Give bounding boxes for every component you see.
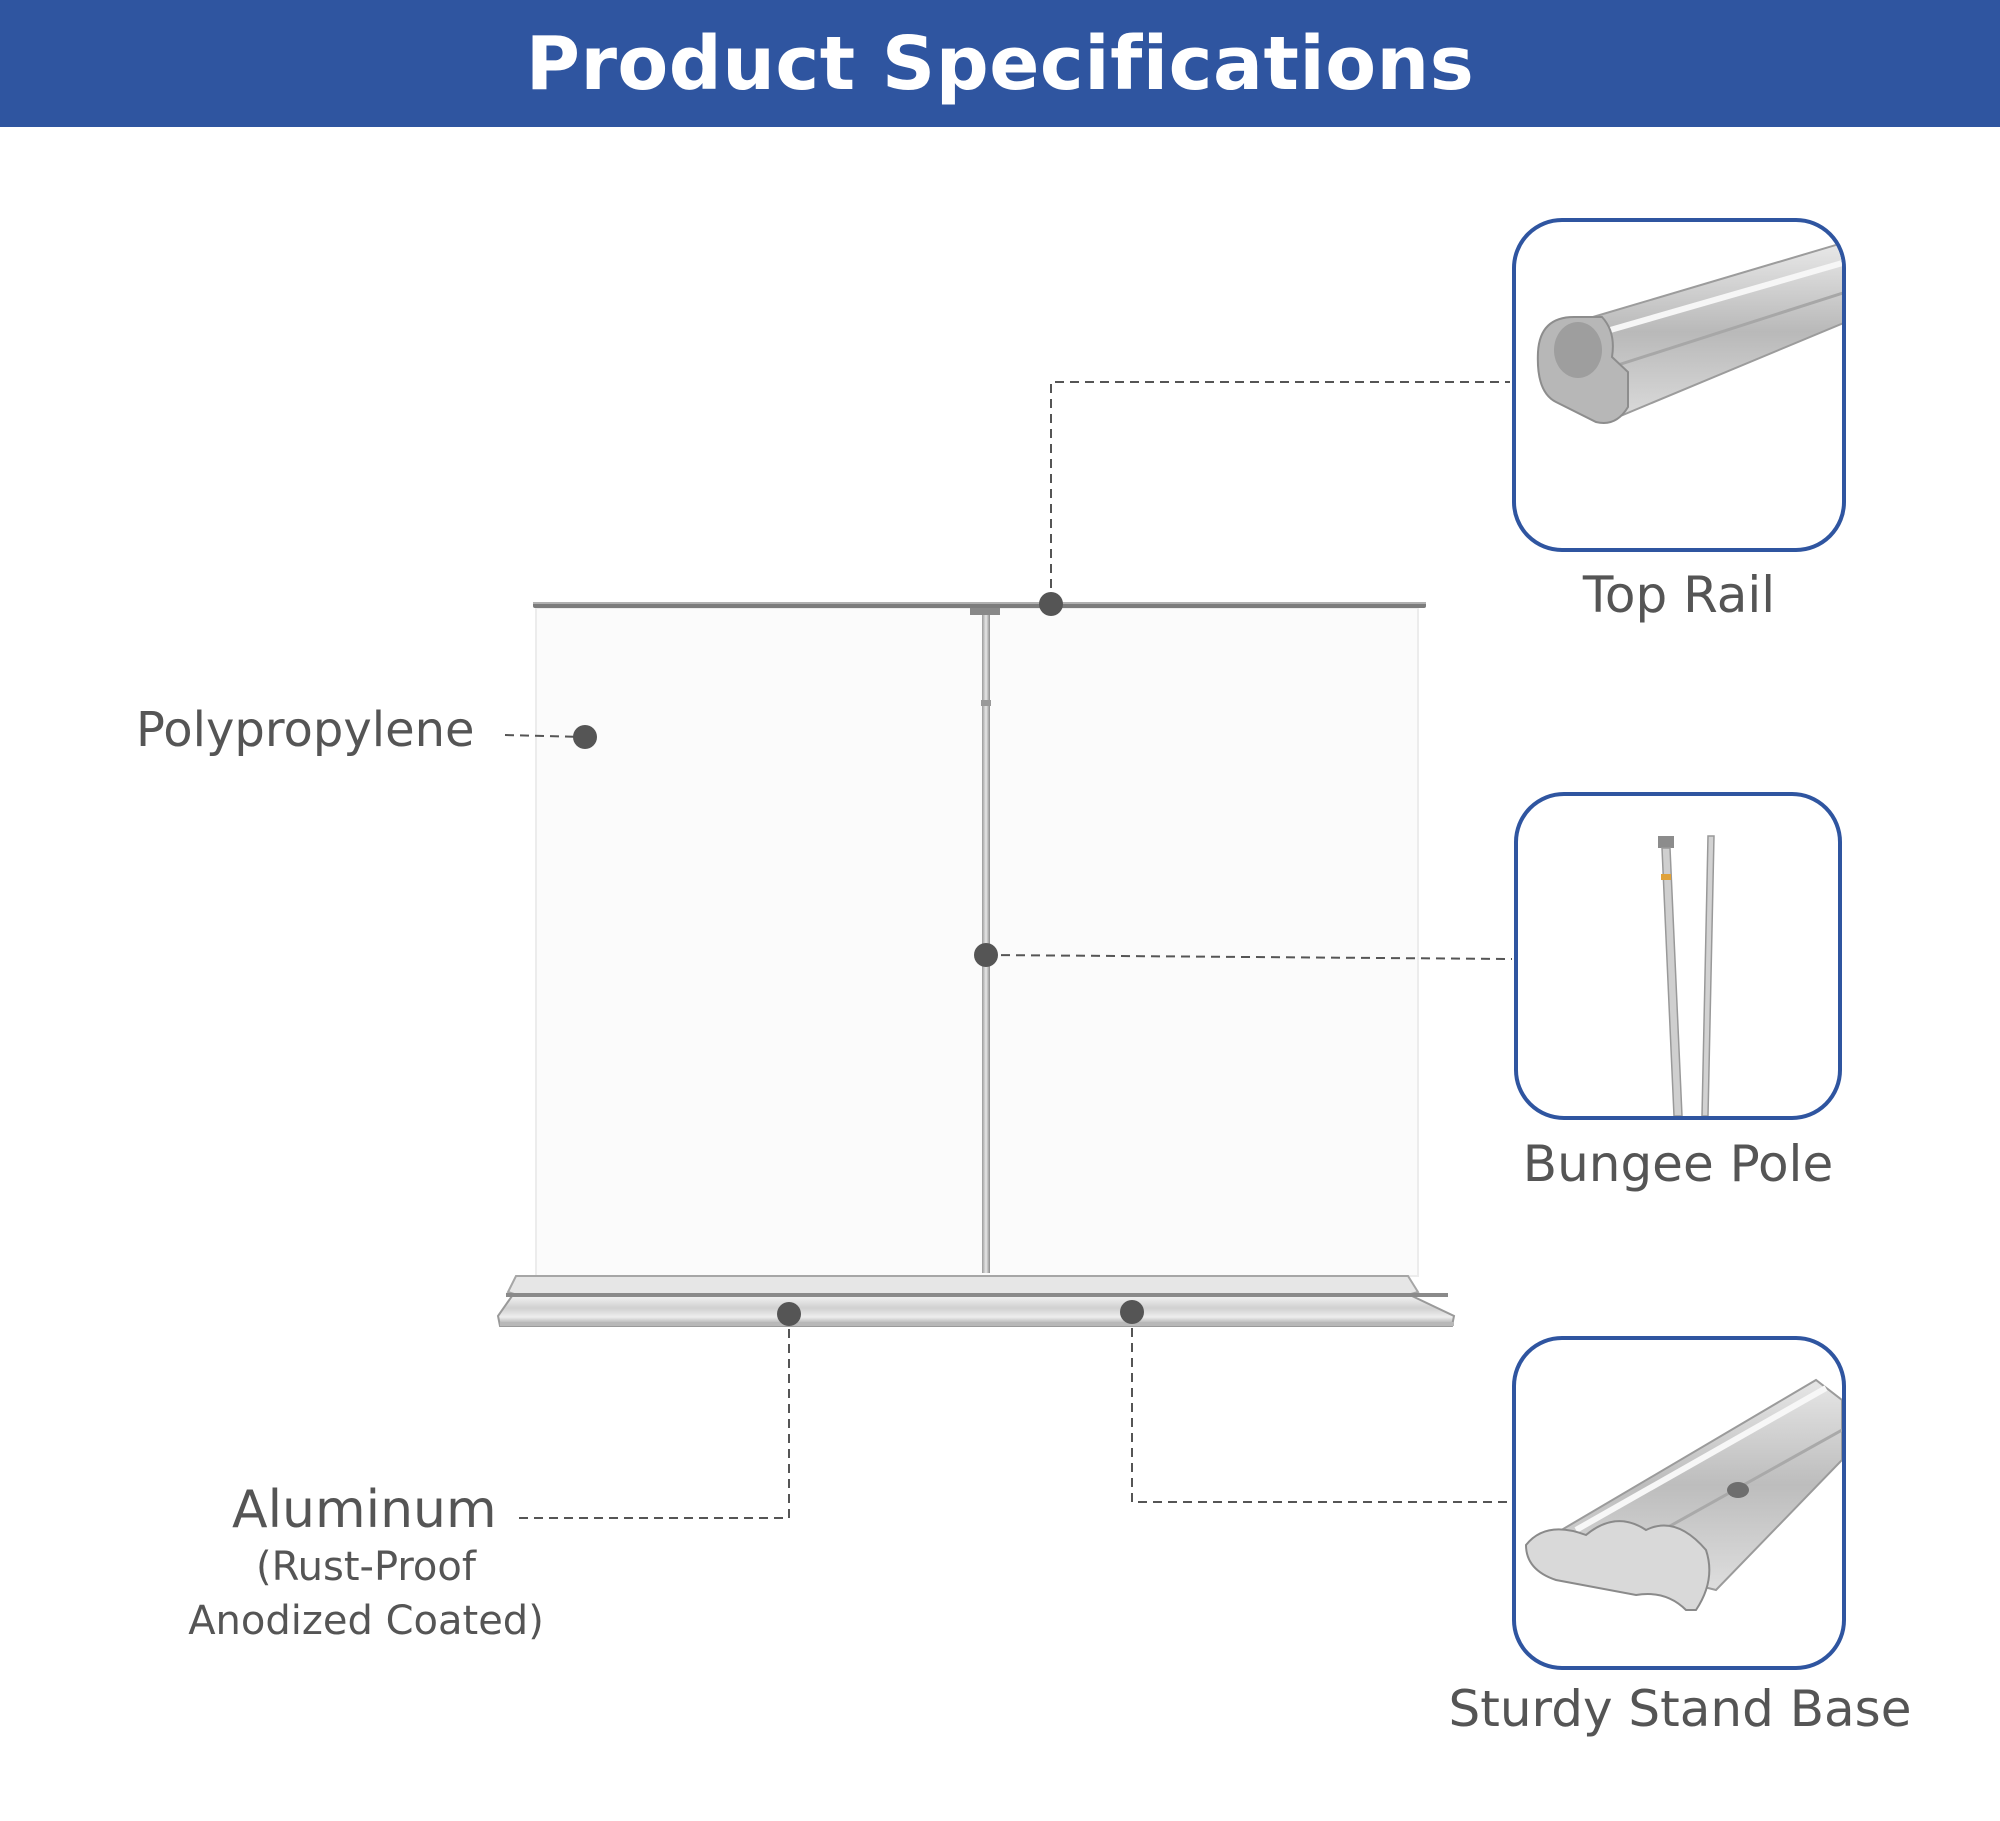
aluminum-note-line2: Anodized Coated) (188, 1598, 544, 1644)
polypropylene-sheet (535, 607, 1419, 1277)
marker-polypropylene (573, 725, 597, 749)
material-label-aluminum: Aluminum (232, 1480, 497, 1540)
header-banner: Product Specifications (0, 0, 2000, 127)
component-label-stand-base: Sturdy Stand Base (1448, 1680, 1912, 1738)
marker-bungee-pole (974, 943, 998, 967)
leader-polypropylene (504, 734, 586, 738)
page-title: Product Specifications (525, 20, 1475, 107)
markers (573, 592, 1144, 1326)
stand-base-card (1512, 1336, 1846, 1670)
top-rail-image (1536, 242, 1842, 424)
bungee-pole-card (1514, 792, 1842, 1120)
leader-lines (504, 381, 1513, 1519)
leader-bungee-pole (985, 954, 1513, 960)
stand-base (496, 1275, 1456, 1327)
marker-stand-base (1120, 1300, 1144, 1324)
component-label-bungee-pole: Bungee Pole (1522, 1135, 1834, 1193)
material-label-polypropylene: Polypropylene (136, 702, 475, 758)
top-rail-card (1512, 218, 1846, 552)
bungee-pole-image (1658, 835, 1715, 1116)
leader-stand-base (1131, 1313, 1510, 1503)
stand-base-image (1524, 1378, 1842, 1611)
aluminum-note-line1: (Rust-Proof (256, 1544, 476, 1590)
marker-top-rail (1039, 592, 1063, 616)
top-rail (533, 602, 1426, 615)
leader-aluminum (517, 1314, 790, 1519)
marker-aluminum (777, 1302, 801, 1326)
leader-top-rail (1050, 381, 1510, 603)
component-label-top-rail: Top Rail (1582, 566, 1776, 624)
